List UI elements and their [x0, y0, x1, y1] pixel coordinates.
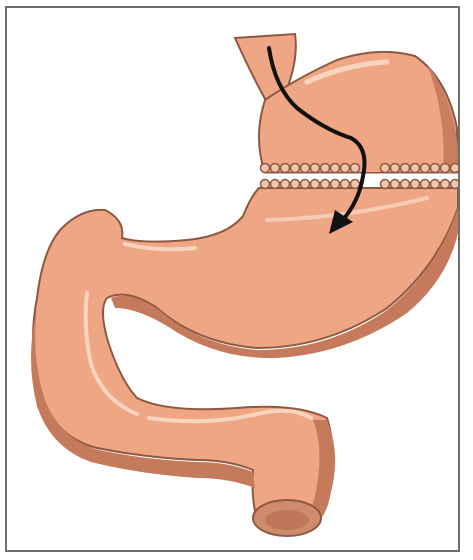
figure-frame — [5, 6, 460, 552]
stomach-illustration — [7, 8, 458, 550]
